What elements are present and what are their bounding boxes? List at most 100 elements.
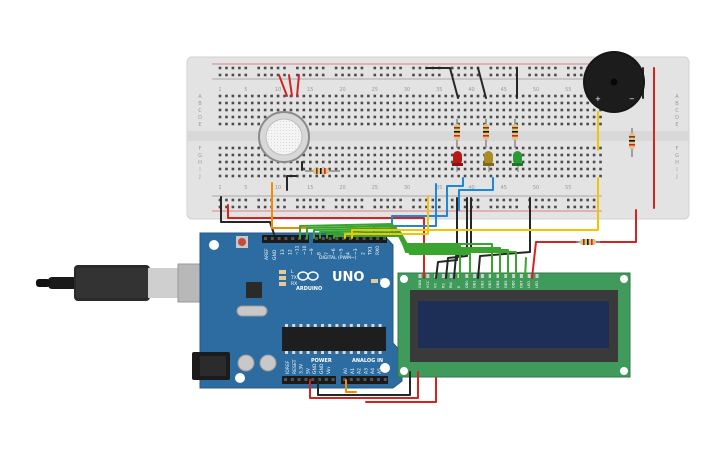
wire-green-5[interactable] <box>326 231 461 279</box>
header-pin[interactable] <box>370 378 374 381</box>
lcd-pin[interactable] <box>527 274 531 278</box>
lcd-pin[interactable] <box>426 274 430 278</box>
wire-red-sensor-c[interactable] <box>296 74 300 97</box>
led-red[interactable] <box>452 151 463 172</box>
header-pin[interactable] <box>264 237 267 240</box>
header-pin[interactable] <box>318 378 321 381</box>
wire-black-gnd-bottom[interactable] <box>317 371 411 396</box>
wire-green-6[interactable] <box>333 235 471 279</box>
terminal-hole <box>515 115 518 119</box>
row-letter: C <box>675 108 679 114</box>
rail-hole <box>425 205 428 209</box>
header-pin[interactable] <box>297 378 301 381</box>
gas-sensor-icon[interactable] <box>258 111 310 163</box>
lcd-pin[interactable] <box>504 274 508 278</box>
piezo-buzzer-icon[interactable]: + − <box>583 51 645 113</box>
header-pin[interactable] <box>311 378 315 381</box>
wire-blue-led-2[interactable] <box>458 177 494 211</box>
terminal-hole <box>592 160 596 164</box>
wire-orange-sensor[interactable] <box>271 182 307 229</box>
chip-pin <box>364 324 368 327</box>
wire-black-lcd-2[interactable] <box>445 197 468 279</box>
resistor-led-yellow[interactable] <box>483 119 489 148</box>
wire-red-5v-bottom[interactable] <box>309 371 419 399</box>
wire-green-4[interactable] <box>319 229 517 279</box>
resistor-sensor[interactable] <box>305 168 340 174</box>
header-pin[interactable] <box>383 378 387 381</box>
wire-black-top-2[interactable] <box>477 67 487 99</box>
lcd-pin[interactable] <box>418 274 422 278</box>
terminal-hole <box>321 115 325 119</box>
header-pin[interactable] <box>304 378 308 381</box>
wire-blue-led-1[interactable] <box>391 177 464 237</box>
terminal-hole <box>463 146 467 150</box>
header-pin[interactable] <box>324 378 328 381</box>
terminal-hole <box>399 108 402 112</box>
header-pin[interactable] <box>284 378 287 381</box>
wire-red-lcd-bottom[interactable] <box>365 377 437 403</box>
header-pin[interactable] <box>277 237 281 240</box>
wire-black-lcd-4[interactable] <box>477 197 531 279</box>
header-pin[interactable] <box>343 378 346 381</box>
resistor-led-red[interactable] <box>454 119 460 148</box>
rail-hole <box>476 73 480 77</box>
arduino-uno-board[interactable]: L TX RX ON UNO ARDUINO DIGITAL (PWM~) PO… <box>192 232 403 389</box>
lcd-pin[interactable] <box>519 274 523 278</box>
terminal-hole <box>392 122 396 126</box>
header-pin[interactable] <box>290 378 294 381</box>
wire-green-7[interactable] <box>524 257 527 279</box>
lcd-pin[interactable] <box>441 274 445 278</box>
wire-black-sensor[interactable] <box>286 175 297 191</box>
header-pin[interactable] <box>349 378 353 381</box>
lcd-pin[interactable] <box>512 274 516 278</box>
resistor-led-green[interactable] <box>512 119 518 148</box>
wire-yellow-2[interactable] <box>344 195 429 239</box>
led-yellow[interactable] <box>483 151 494 172</box>
header-pin[interactable] <box>349 237 352 240</box>
header-pin[interactable] <box>383 237 386 240</box>
resistor-buzzer[interactable] <box>629 128 635 157</box>
header-pin[interactable] <box>342 237 346 240</box>
terminal-hole <box>508 153 512 157</box>
rail-hole <box>386 73 389 77</box>
header-pin[interactable] <box>377 378 380 381</box>
wire-red-sensor-b[interactable] <box>288 74 293 97</box>
header-pin[interactable] <box>363 378 367 381</box>
lcd-pin[interactable] <box>473 274 477 278</box>
header-pin[interactable] <box>321 237 325 240</box>
wire-red-sensor-a[interactable] <box>278 74 288 97</box>
header-pin[interactable] <box>376 237 380 240</box>
header-pin[interactable] <box>328 237 332 240</box>
terminal-hole <box>354 108 357 112</box>
connecting-wires[interactable] <box>220 177 637 403</box>
header-pin[interactable] <box>355 237 359 240</box>
rail-hole <box>373 205 377 209</box>
header-pin[interactable] <box>331 378 335 381</box>
lcd-pin[interactable] <box>449 274 453 278</box>
breadboard-wires[interactable] <box>278 67 655 209</box>
resistor-lcd-backlight[interactable] <box>576 239 600 245</box>
usb-plug-icon[interactable] <box>36 263 215 303</box>
lcd-pin[interactable] <box>465 274 469 278</box>
header-pin[interactable] <box>335 237 339 240</box>
lcd-pin[interactable] <box>480 274 484 278</box>
wire-red-buzzer[interactable] <box>595 209 637 243</box>
header-pin[interactable] <box>369 237 373 240</box>
header-pin[interactable] <box>291 237 295 240</box>
lcd-pin[interactable] <box>496 274 500 278</box>
header-pin[interactable] <box>362 237 366 240</box>
terminal-hole <box>354 167 357 171</box>
header-pin[interactable] <box>356 378 360 381</box>
header-pin[interactable] <box>284 237 288 240</box>
wire-red-lcd-led[interactable] <box>531 241 579 279</box>
wire-orange-a0[interactable] <box>345 379 357 393</box>
header-pin[interactable] <box>315 237 318 240</box>
led-green[interactable] <box>512 151 523 172</box>
terminal-hole <box>392 108 396 112</box>
header-pin[interactable] <box>270 237 274 240</box>
lcd-pin[interactable] <box>535 274 539 278</box>
lcd-pin[interactable] <box>488 274 492 278</box>
wire-black-top-1[interactable] <box>426 67 459 99</box>
